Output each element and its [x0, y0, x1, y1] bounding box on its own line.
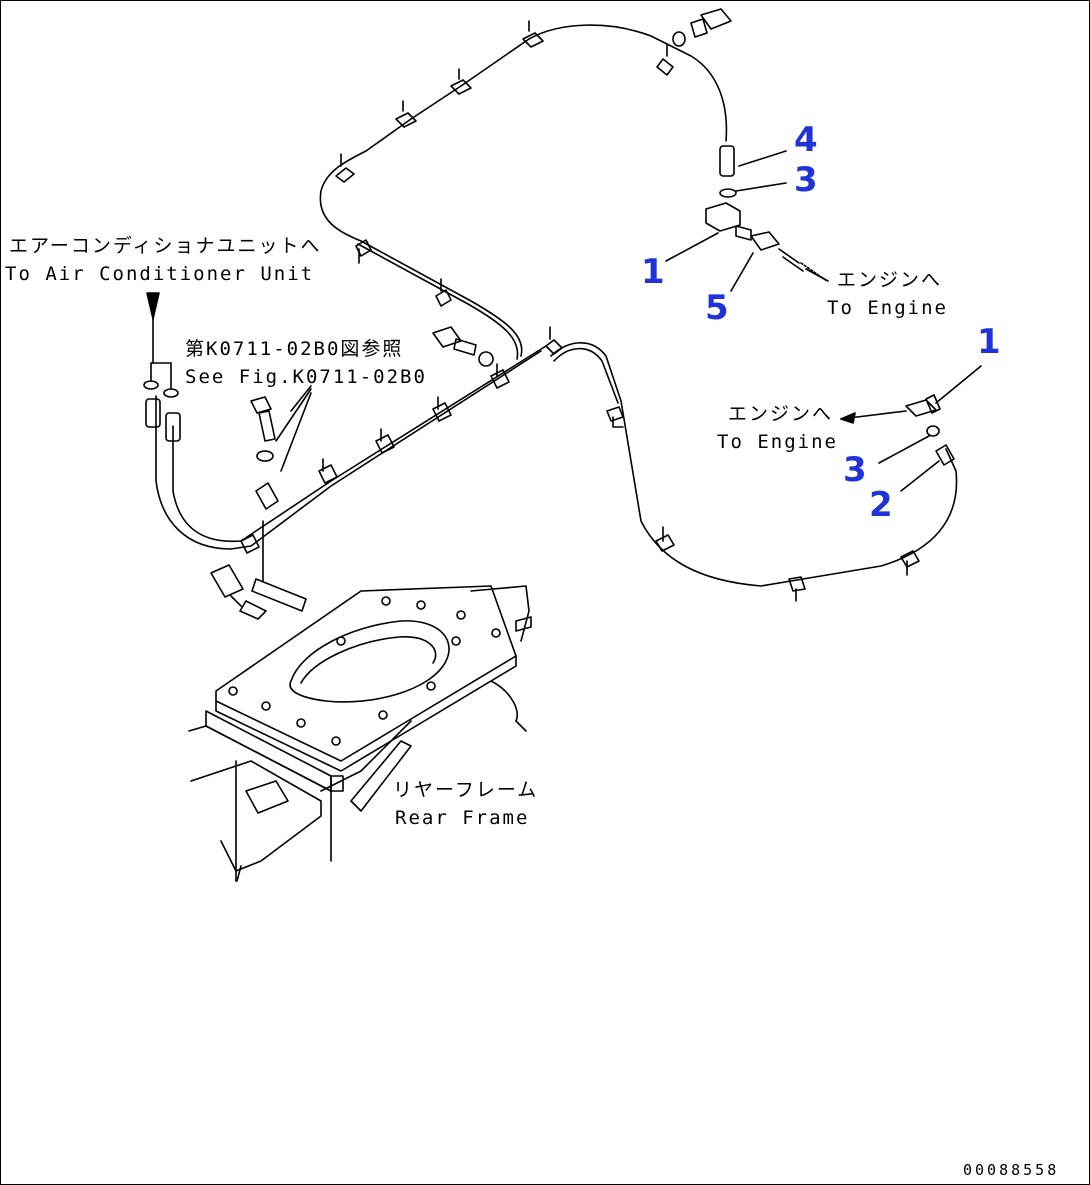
hose-clips-upper	[335, 20, 674, 307]
label-rear-frame-jp: リヤーフレーム	[393, 779, 539, 801]
label-see-fig-en: See Fig.K0711-02B0	[185, 366, 427, 388]
label-air-conditioner-jp: エアーコンディショナユニットへ	[9, 235, 322, 257]
arrow-to-air-conditioner	[146, 292, 160, 320]
callout-4: 4	[794, 120, 818, 160]
fitting-assembly-upper	[705, 145, 828, 282]
bracket	[210, 564, 307, 620]
bolt-middle	[432, 326, 494, 367]
label-rear-frame-en: Rear Frame	[395, 807, 530, 829]
label-engine-upper-jp: エンジンへ	[837, 269, 943, 291]
left-hose-line	[155, 350, 542, 550]
upper-hose-line	[319, 24, 728, 357]
bolt-stack-left	[250, 385, 312, 582]
hose-clips-left	[240, 363, 510, 554]
hose-clips-lower	[545, 326, 920, 602]
label-see-fig-jp: 第K0711-02B0図参照	[185, 338, 404, 360]
callout-3-lower: 3	[843, 450, 867, 490]
label-engine-lower-en: To Engine	[717, 431, 838, 453]
label-engine-upper-en: To Engine	[827, 297, 948, 319]
lower-hose-line	[550, 342, 958, 587]
bolt-top	[672, 8, 732, 47]
leader-lines-upper	[665, 150, 787, 292]
leader-lines-lower	[878, 365, 982, 492]
callout-2: 2	[869, 485, 893, 525]
label-air-conditioner-en: To Air Conditioner Unit	[5, 263, 315, 285]
callout-3-upper: 3	[794, 160, 818, 200]
fittings-left	[143, 318, 181, 442]
fitting-assembly-lower	[905, 394, 955, 466]
callout-1-upper: 1	[641, 252, 665, 292]
label-engine-lower-jp: エンジンへ	[728, 403, 834, 425]
callout-1-lower: 1	[977, 322, 1001, 362]
rear-frame	[188, 585, 532, 882]
callout-5: 5	[705, 288, 729, 328]
drawing-code: 00088558	[963, 1161, 1060, 1179]
